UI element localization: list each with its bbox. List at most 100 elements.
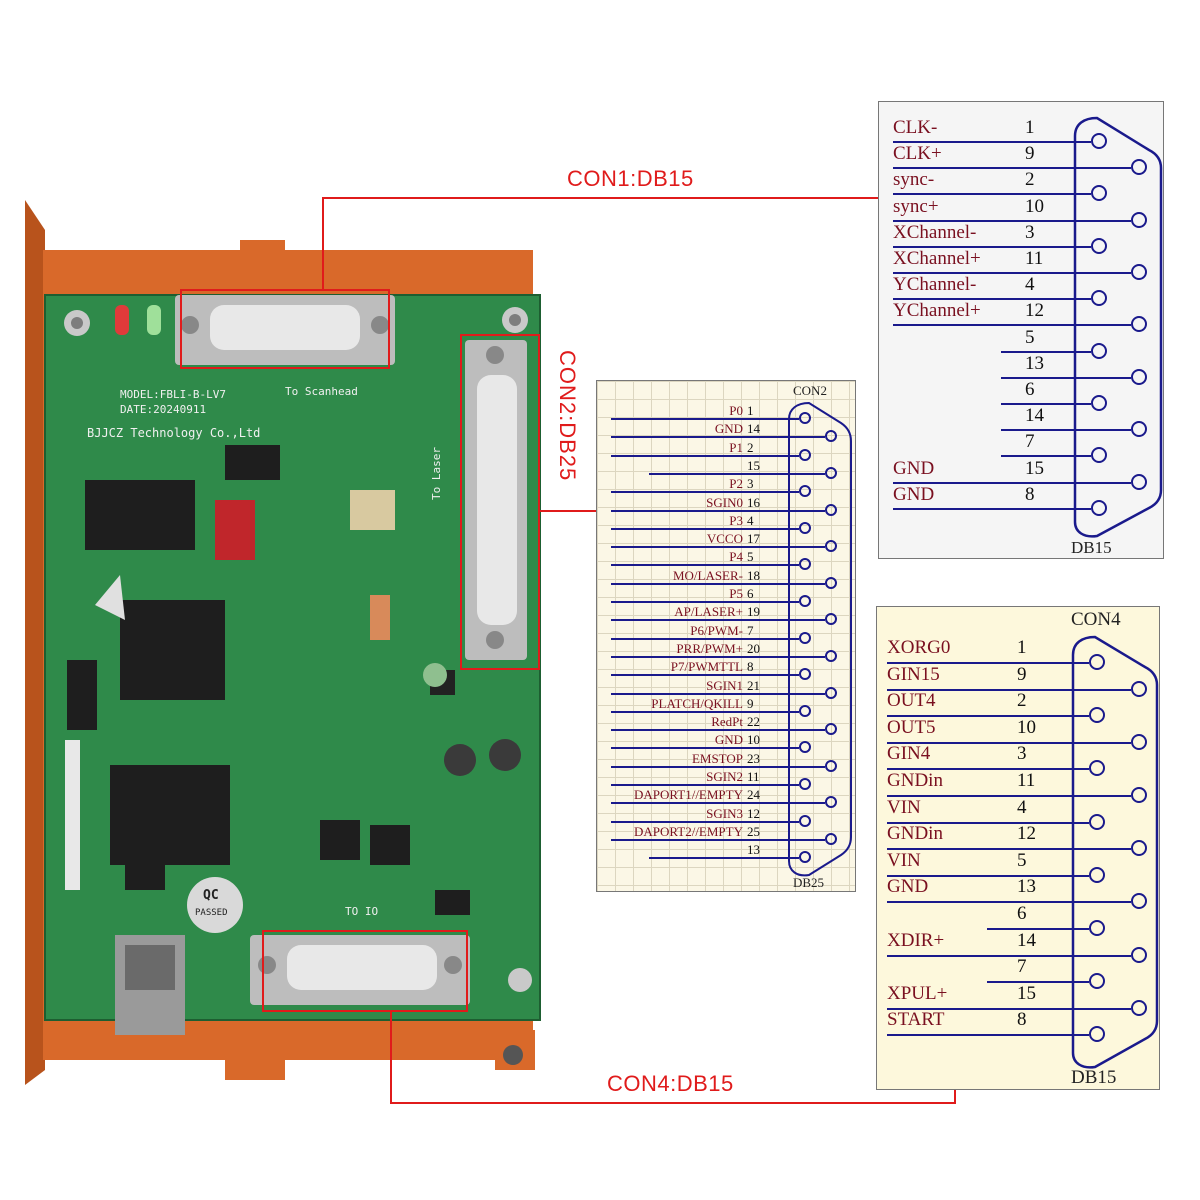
con4-pin-contact [1089,866,1105,883]
con2-callout-label: CON2:DB25 [555,350,580,482]
con4-pin-contact [1089,707,1105,724]
con4-pin-number: 5 [1017,849,1027,871]
con2-pin-contact [799,595,811,607]
con1-pin-label: CLK- [893,117,938,138]
con1-pin-label: sync+ [893,195,939,217]
con4-leader-horizontal [390,1102,956,1104]
con4-callout-label: CON4:DB15 [607,1071,734,1096]
con1-pin-number: 11 [1025,248,1044,269]
con4-pin-number: 3 [1017,743,1027,765]
con2-pin-contact [825,723,837,736]
con4-pin-label: GIN15 [887,663,940,685]
con4-pin-line [887,688,1131,691]
con2-pin-label: RedPt [711,714,743,730]
con4-pin-contact [1131,840,1147,857]
con2-pin-contact [799,558,811,571]
con2-pin-number: 22 [747,714,760,730]
con2-pin-line [611,509,825,512]
con2-pin-line [611,802,825,805]
con4-pin-label: GNDin [887,770,943,791]
con1-pin-contact [1091,237,1107,254]
con2-pin-line [649,472,825,475]
con1-pin-contact [1091,290,1107,307]
board-model-text: MODEL:FBLI-B-LV7 [120,388,226,401]
con2-pin-label: GND [714,732,743,748]
con4-pin-contact [1131,787,1147,803]
con2-pin-contact [825,576,837,589]
con4-pin-line [887,1034,1089,1037]
con4-pin-line [887,662,1089,664]
con4-pin-label: GIN4 [887,743,931,765]
con2-pin-line [611,619,825,622]
con4-pin-number: 4 [1017,796,1027,818]
con1-pin-number: 2 [1025,169,1035,191]
con1-pin-contact [1131,211,1147,228]
con1-pin-contact [1131,316,1147,333]
con2-pin-line [611,601,799,603]
con4-pin-number: 2 [1017,690,1027,712]
con2-pin-contact [799,814,811,827]
con2-pin-contact [799,778,811,790]
con4-pin-label: XDIR+ [887,929,945,951]
con1-footer-label: DB15 [1071,538,1112,557]
con2-pin-line [611,729,825,732]
con4-pin-number: 13 [1017,876,1036,898]
con2-pin-label: GND [714,421,743,437]
con1-pin-number: 5 [1025,326,1035,348]
con1-pin-number: 10 [1025,195,1044,217]
con2-pin-label: P0 [729,403,743,418]
con2-pin-label: P5 [729,586,743,601]
con2-pin-label: MO/LASER- [672,567,743,583]
con1-pin-contact [1091,133,1107,149]
con2-pin-label: VCCO [706,531,743,547]
con4-pin-contact [1131,946,1147,963]
con4-pin-contact [1131,999,1147,1016]
con2-pin-number: 2 [747,439,754,455]
con2-pin-contact [825,796,837,809]
con2-pin-number: 15 [747,457,760,473]
con2-pin-label: DAPORT2//EMPTY [633,823,743,839]
con4-pin-contact [1089,920,1105,936]
con4-pin-contact [1131,733,1147,750]
con1-pin-label: XChannel- [893,221,977,243]
con4-pin-label: XPUL+ [887,982,948,1004]
con2-pin-number: 19 [747,604,760,620]
board-graphic [25,200,541,1085]
con2-pin-contact [825,649,837,662]
con2-pin-contact [799,521,811,534]
con4-highlight-box [262,930,468,1012]
con2-highlight-box [460,334,540,670]
con4-pin-label: OUT5 [887,716,936,738]
con2-pin-contact [799,485,811,498]
con1-leader-horizontal [322,197,878,199]
con2-pin-label: P7/PWMTTL [670,659,743,675]
board-to-laser-text: To Laser [430,447,443,500]
con4-pin-line [887,768,1089,771]
con1-pin-number: 12 [1025,300,1044,322]
con2-pin-number: 3 [747,476,754,492]
con1-pin-line [893,219,1131,222]
con2-footer-label: DB25 [793,875,825,890]
con2-pin-label: P1 [729,439,743,455]
con4-pin-number: 9 [1017,663,1027,685]
con2-pin-label: SGIN0 [706,494,743,510]
con4-pin-contact [1131,893,1147,910]
con1-pin-number: 13 [1025,352,1044,374]
con4-pin-line [887,741,1131,744]
con2-pin-line [611,418,799,420]
con4-pin-contact [1089,760,1105,777]
con2-pin-number: 25 [747,823,760,839]
con1-pin-label: GND [893,483,935,505]
con1-pin-contact [1131,368,1147,385]
con1-pin-line [893,298,1091,301]
con1-pin-contact [1091,447,1107,464]
con2-pin-label: AP/LASER+ [674,604,743,620]
con4-pin-contact [1089,1026,1105,1043]
con2-pin-line [611,747,799,750]
con2-pin-line [611,436,825,439]
con1-pin-line [893,245,1091,248]
con1-pin-line [893,167,1131,170]
con1-callout-label: CON1:DB15 [567,166,694,191]
board-io-text: TO IO [345,905,379,918]
